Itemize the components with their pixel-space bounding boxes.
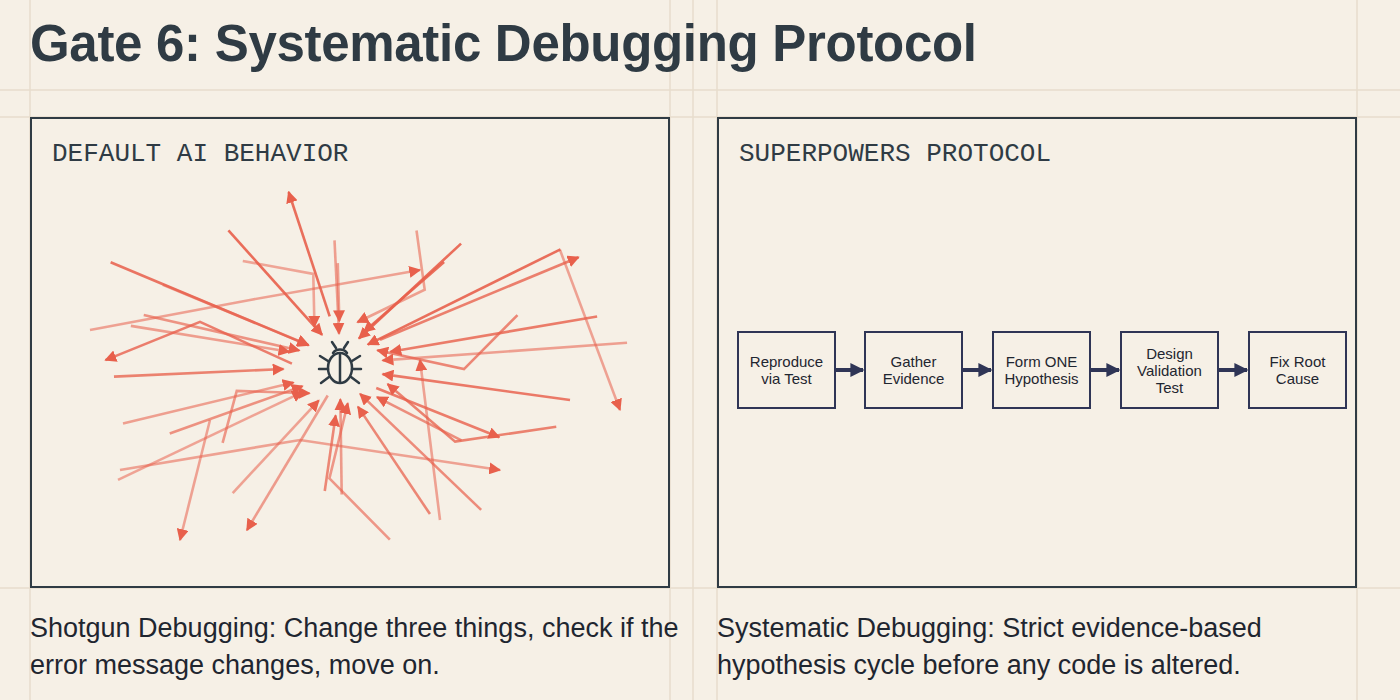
flow-arrow (1091, 368, 1119, 372)
shotgun-arrow (325, 415, 336, 491)
shotgun-arrow (228, 230, 322, 334)
page-title: Gate 6: Systematic Debugging Protocol (30, 14, 977, 73)
shotgun-arrow (180, 420, 210, 540)
process-box: Design Validation Test (1120, 331, 1219, 409)
shotgun-arrow (335, 240, 339, 333)
shotgun-arrow (368, 249, 561, 344)
flow-arrow (1219, 368, 1247, 372)
shotgun-arrow (233, 400, 319, 493)
bug-icon (319, 342, 361, 383)
shotgun-arrow (123, 383, 294, 424)
shotgun-arrow (380, 257, 579, 340)
flow-arrow (836, 368, 863, 372)
shotgun-arrow (376, 388, 499, 437)
shotgun-arrow (383, 374, 570, 400)
shotgun-arrow (420, 360, 440, 520)
shotgun-arrow (111, 262, 309, 345)
step-label: Fix Root Cause (1254, 353, 1341, 387)
step-label: Design Validation Test (1126, 345, 1213, 396)
shotgun-arrow (289, 192, 330, 316)
process-box: Fix Root Cause (1248, 331, 1347, 409)
shotgun-arrow (338, 263, 340, 321)
shotgun-arrow (560, 250, 620, 410)
shotgun-arrow (377, 397, 461, 440)
panel-heading: SUPERPOWERS PROTOCOL (739, 139, 1051, 169)
panel-caption: Systematic Debugging: Strict evidence-ba… (717, 610, 1367, 684)
panel-caption: Shotgun Debugging: Change three things, … (30, 610, 680, 684)
process-box: Form ONE Hypothesis (992, 331, 1091, 409)
panel-heading: DEFAULT AI BEHAVIOR (52, 139, 348, 169)
shotgun-arrow (120, 440, 500, 470)
panel-box: DEFAULT AI BEHAVIOR (30, 117, 670, 588)
shotgun-arrow (170, 386, 303, 433)
shotgun-arrow (114, 369, 284, 377)
process-box: Reproduce via Test (737, 331, 836, 409)
step-label: Gather Evidence (870, 353, 957, 387)
shotgun-arrow (391, 317, 598, 352)
panel-box: SUPERPOWERS PROTOCOL Reproduce via Test Ga… (717, 117, 1357, 588)
shotgun-arrow (383, 343, 627, 361)
step-label: Form ONE Hypothesis (998, 353, 1085, 387)
shotgun-arrow (90, 270, 420, 330)
flow-arrow (963, 368, 991, 372)
shotgun-arrow (388, 384, 557, 442)
step-label: Reproduce via Test (743, 353, 830, 387)
shotgun-arrow (358, 407, 430, 514)
process-box: Gather Evidence (864, 331, 963, 409)
shotgun-arrow (329, 403, 389, 539)
